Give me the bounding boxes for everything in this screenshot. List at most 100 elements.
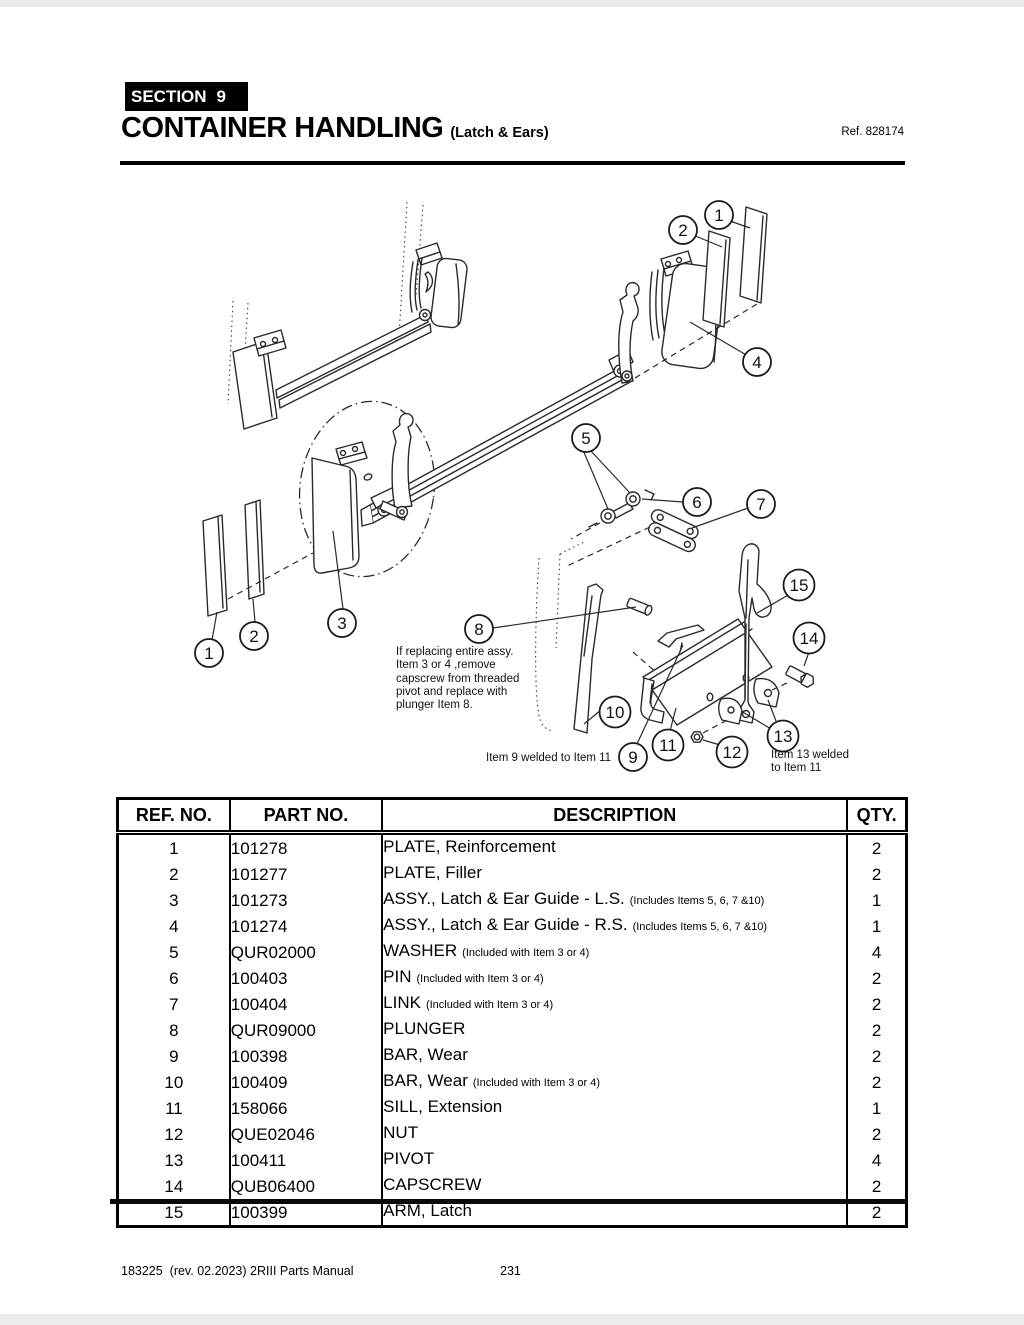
part-cell: QUE02046 — [229, 1121, 384, 1147]
col-header-part: PART NO. — [229, 798, 384, 835]
qty-cell: 2 — [871, 1046, 882, 1066]
svg-text:1: 1 — [204, 644, 213, 663]
wear-bar-edge — [583, 595, 593, 657]
callout-1-top: 1 — [704, 200, 734, 230]
callout-2-top: 2 — [668, 215, 698, 245]
part-cell: QUR02000 — [229, 939, 384, 965]
ref-cell: 14 — [117, 1173, 231, 1199]
desc-cell: PLATE, Reinforcement — [382, 832, 849, 861]
qty-cell: 1 — [871, 916, 882, 936]
wear-bar — [573, 583, 604, 734]
leader-8 — [492, 606, 637, 629]
part-cell: 101274 — [229, 913, 384, 939]
svg-text:8: 8 — [474, 620, 483, 639]
desc-cell: BAR, Wear(Included with Item 3 or 4) — [382, 1069, 849, 1095]
replacement-note: If replacing entire assy. Item 3 or 4 ,r… — [396, 646, 520, 712]
link — [648, 509, 699, 553]
dash-line-7 — [570, 522, 601, 540]
callout-2-bottom: 2 — [239, 621, 269, 651]
qty-cell: 2 — [871, 1072, 882, 1092]
reference-number: Ref. 828174 — [841, 126, 904, 138]
svg-text:9: 9 — [628, 748, 637, 767]
ref-cell: 7 — [117, 991, 231, 1017]
scan-edge-bottom — [0, 1314, 1024, 1325]
callout-13: 13 — [766, 719, 800, 753]
title-row: CONTAINER HANDLING(Latch & Ears) — [121, 112, 549, 145]
desc-cell: PLATE, Filler — [382, 861, 849, 887]
section-badge: SECTION 9 — [125, 82, 248, 111]
weld-note-item13: Item 13 welded to Item 11 — [771, 749, 849, 775]
callout-1-bottom: 1 — [194, 638, 224, 668]
leader-3 — [332, 530, 344, 610]
dash-line-2 — [634, 303, 758, 379]
leader-7 — [691, 507, 749, 529]
leader-1-bottom — [211, 611, 218, 641]
callout-9: 9 — [618, 742, 648, 772]
section-label: SECTION — [131, 86, 207, 106]
svg-text:5: 5 — [581, 429, 590, 448]
right-guide-group — [649, 206, 768, 370]
qty-cell: 2 — [871, 1176, 882, 1196]
leader-12 — [702, 739, 721, 746]
callout-7: 7 — [746, 489, 776, 519]
callout-8: 8 — [464, 614, 494, 644]
qty-cell: 2 — [871, 838, 882, 858]
leader-5 — [582, 449, 631, 510]
part-cell: 101277 — [229, 861, 384, 887]
desc-cell: SILL, Extension — [382, 1095, 849, 1121]
scan-edge-top — [0, 0, 1024, 7]
desc-cell: ASSY., Latch & Ear Guide - L.S.(Includes… — [382, 887, 849, 913]
ref-cell: 2 — [117, 861, 231, 887]
dash-line-4 — [632, 651, 658, 674]
footer-rule — [110, 1199, 908, 1204]
hook-pivot-eye-inner — [624, 373, 630, 379]
ref-cell: 1 — [117, 832, 231, 861]
qty-cell: 1 — [871, 1098, 882, 1118]
leader-2-top — [692, 234, 723, 248]
header-rule — [120, 161, 905, 165]
col-header-desc: DESCRIPTION — [382, 798, 849, 835]
qty-cell: 4 — [871, 1150, 882, 1170]
qty-cell: 1 — [871, 890, 882, 910]
part-cell: 100398 — [229, 1043, 384, 1069]
callout-15: 15 — [782, 568, 816, 602]
leader-2-bottom — [252, 598, 256, 623]
part-cell: QUR09000 — [229, 1017, 384, 1043]
svg-text:2: 2 — [678, 221, 687, 240]
svg-text:12: 12 — [723, 743, 742, 762]
latch-hook-right — [618, 281, 640, 384]
desc-cell: BAR, Wear — [382, 1043, 849, 1069]
leader-4 — [689, 321, 749, 357]
footer-page-number: 231 — [500, 1264, 521, 1278]
part-cell: 101278 — [229, 832, 384, 861]
latch-arm — [738, 543, 772, 724]
ref-cell: 6 — [117, 965, 231, 991]
ref-cell: 12 — [117, 1121, 231, 1147]
ref-cell: 3 — [117, 887, 231, 913]
leader-9 — [636, 644, 684, 745]
desc-cell: PIN(Included with Item 3 or 4) — [382, 965, 849, 991]
table-header-row: REF. NO. PART NO. DESCRIPTION QTY. — [117, 798, 907, 835]
part-cell: 158066 — [229, 1095, 384, 1121]
qty-cell: 2 — [871, 994, 882, 1014]
ref-cell: 10 — [117, 1069, 231, 1095]
upper-rail-assembly — [232, 242, 468, 430]
ref-cell: 9 — [117, 1043, 231, 1069]
callout-6: 6 — [682, 487, 712, 517]
part-cell: 100409 — [229, 1069, 384, 1095]
svg-text:10: 10 — [606, 703, 625, 722]
desc-cell: NUT — [382, 1121, 849, 1147]
dash-line-5 — [702, 718, 730, 734]
ref-cell: 8 — [117, 1017, 231, 1043]
desc-cell: PLUNGER — [382, 1017, 849, 1043]
